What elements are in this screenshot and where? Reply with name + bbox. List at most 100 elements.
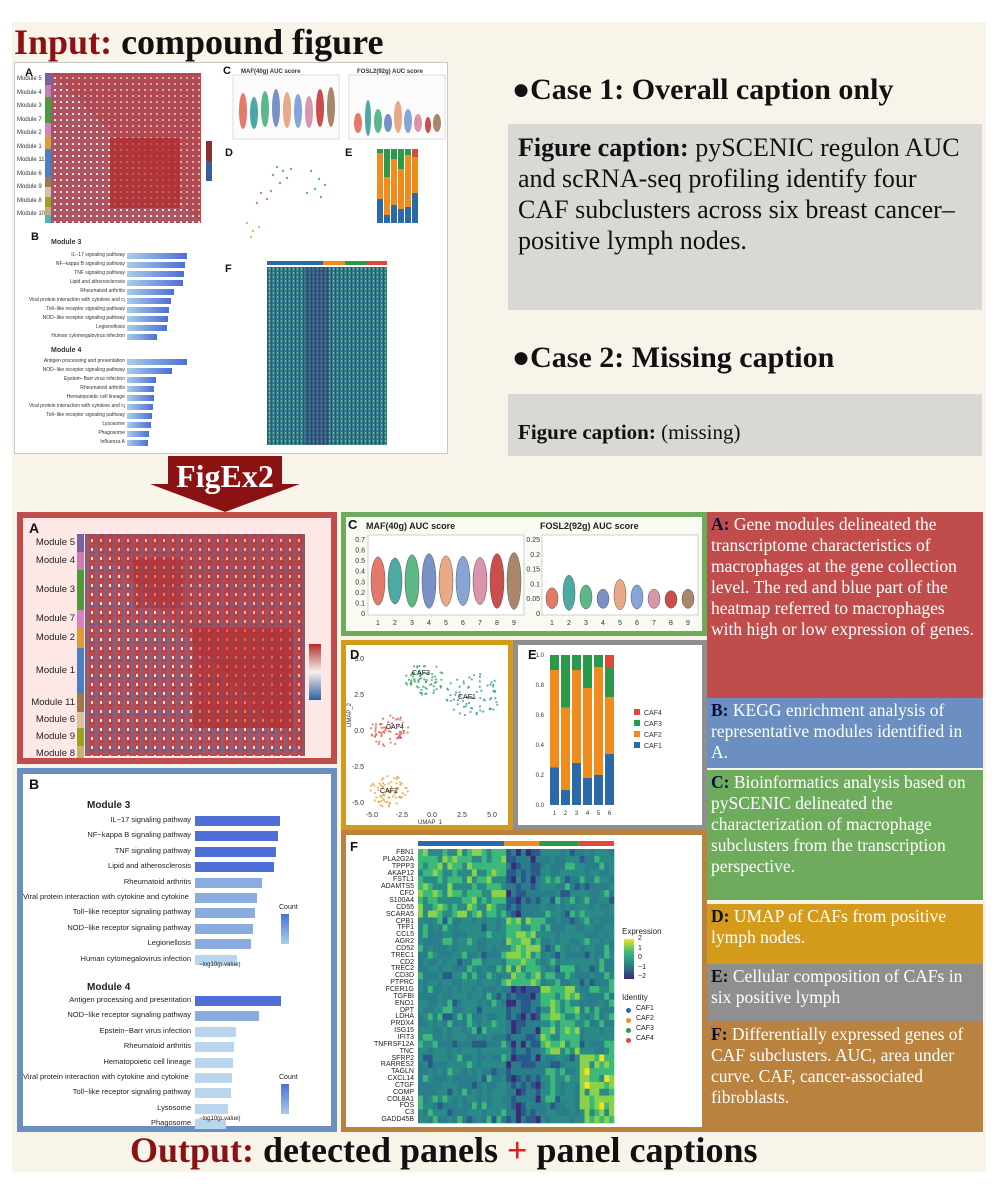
gene-heatmap-cell [462, 965, 468, 973]
gene-heatmap-cell [584, 903, 590, 911]
gene-heatmap-cell [457, 951, 463, 959]
umap-point [374, 727, 377, 731]
gene-heatmap-cell [569, 986, 576, 994]
figex2-arrow: FigEx2 [150, 456, 300, 512]
composition-y-tick: 0.8 [536, 683, 545, 689]
gene-heatmap-cell [589, 1088, 595, 1096]
gene-heatmap-cell [457, 979, 463, 987]
gene-heatmap-cell [584, 1116, 590, 1124]
gene-heatmap-cell [599, 1006, 605, 1014]
umap-point [478, 680, 481, 683]
gene-heatmap-cell [506, 1047, 512, 1055]
gene-heatmap-cell [506, 1033, 512, 1042]
violin-left-shape [506, 552, 522, 610]
gene-heatmap-cell [442, 1109, 448, 1117]
composition-y-tick: 0.0 [536, 803, 545, 809]
violin-right-x-tick: 3 [584, 620, 588, 627]
gene-heatmap-cell [418, 1095, 424, 1103]
gene-heatmap-cell [418, 958, 424, 966]
umap-point [380, 799, 383, 803]
gene-heatmap-cell [579, 1033, 585, 1042]
gene-heatmap-cell [589, 890, 595, 898]
gene-heatmap-cell [447, 986, 453, 994]
gene-heatmap-cell [565, 999, 571, 1007]
gene-heatmap-cell [511, 1095, 517, 1103]
gene-heatmap-cell [525, 1047, 531, 1055]
gene-heatmap-cell [501, 1116, 507, 1124]
gene-heatmap-cell [457, 938, 463, 946]
gene-heatmap-cell [565, 958, 571, 966]
gene-heatmap-cell [565, 1047, 571, 1055]
down-arrow-icon [150, 456, 300, 512]
output-title-prefix: Output: [130, 1130, 255, 1170]
gene-heatmap-cell [422, 1088, 429, 1096]
gene-heatmap-cell [574, 1088, 580, 1096]
gene-heatmap-cell [471, 1006, 478, 1014]
gene-label: CTGF [394, 1081, 414, 1089]
gene-heatmap-cell [574, 924, 580, 932]
gene-heatmap-cell [432, 883, 438, 891]
gene-heatmap-cell [496, 910, 502, 918]
gene-heatmap-cell [447, 1061, 453, 1069]
gene-heatmap-cell [560, 849, 566, 857]
kegg-bar [195, 862, 274, 873]
gene-heatmap-cell [476, 944, 482, 953]
gene-heatmap-cell [530, 910, 536, 918]
gene-label: TPPP3 [391, 862, 414, 870]
gene-heatmap-cell [427, 979, 433, 987]
gene-heatmap-cell [574, 903, 580, 911]
umap-point [422, 665, 425, 668]
gene-heatmap-cell [432, 1109, 438, 1117]
umap-point [445, 698, 448, 701]
kegg-bar [195, 954, 237, 965]
gene-heatmap-cell [584, 917, 590, 925]
gene-heatmap-cell [467, 944, 473, 953]
gene-heatmap-cell [476, 869, 482, 877]
violin-left-y-tick: 0.1 [355, 600, 365, 607]
gene-heatmap-cell [579, 992, 585, 1000]
umap-point [470, 678, 473, 681]
gene-heatmap-cell [476, 992, 482, 1000]
composition-x-tick: 5 [597, 811, 601, 817]
gene-heatmap-cell [481, 938, 487, 946]
gene-heatmap-cell [486, 896, 492, 905]
gene-heatmap-cell [476, 903, 482, 911]
gene-heatmap-cell [496, 951, 502, 959]
gene-heatmap-cell [447, 1027, 453, 1035]
gene-heatmap-cell [491, 999, 497, 1007]
gene-heatmap-cell [511, 986, 517, 994]
gene-heatmap-cell [525, 1033, 531, 1042]
umap-point [417, 670, 421, 673]
gene-heatmap-cell [579, 999, 585, 1007]
umap-x-tick: -2.5 [396, 812, 408, 819]
gene-heatmap-cell [574, 1081, 580, 1090]
gene-heatmap-cell [486, 1109, 492, 1117]
gene-heatmap-cell [452, 992, 458, 1000]
gene-heatmap-cell [569, 1081, 576, 1090]
violin-left-x-tick: 2 [393, 620, 397, 627]
module-label: Module 9 [35, 731, 75, 742]
gene-heatmap-cell [427, 910, 433, 918]
gene-label: PRDX4 [390, 1020, 414, 1028]
gene-heatmap-cell [476, 876, 482, 884]
gene-heatmap-cell [545, 1095, 551, 1103]
umap-point [371, 723, 374, 726]
gene-heatmap-cell [511, 849, 517, 857]
gene-heatmap-cell [540, 855, 546, 863]
output-title-plus: + [507, 1130, 528, 1170]
gene-heatmap-cell [609, 890, 615, 898]
gene-heatmap-cell [476, 951, 482, 959]
umap-point [493, 679, 496, 682]
gene-heatmap-cell [481, 910, 487, 918]
gene-heatmap-cell [560, 1068, 566, 1076]
gene-heatmap-cell [560, 1075, 566, 1083]
gene-heatmap-cell [496, 903, 502, 911]
gene-heatmap-cell [560, 938, 566, 946]
gene-heatmap-cell [476, 931, 482, 939]
gene-heatmap-cell [560, 1081, 566, 1090]
gene-heatmap-cell [418, 1020, 424, 1028]
gene-heatmap-cell [574, 972, 580, 980]
